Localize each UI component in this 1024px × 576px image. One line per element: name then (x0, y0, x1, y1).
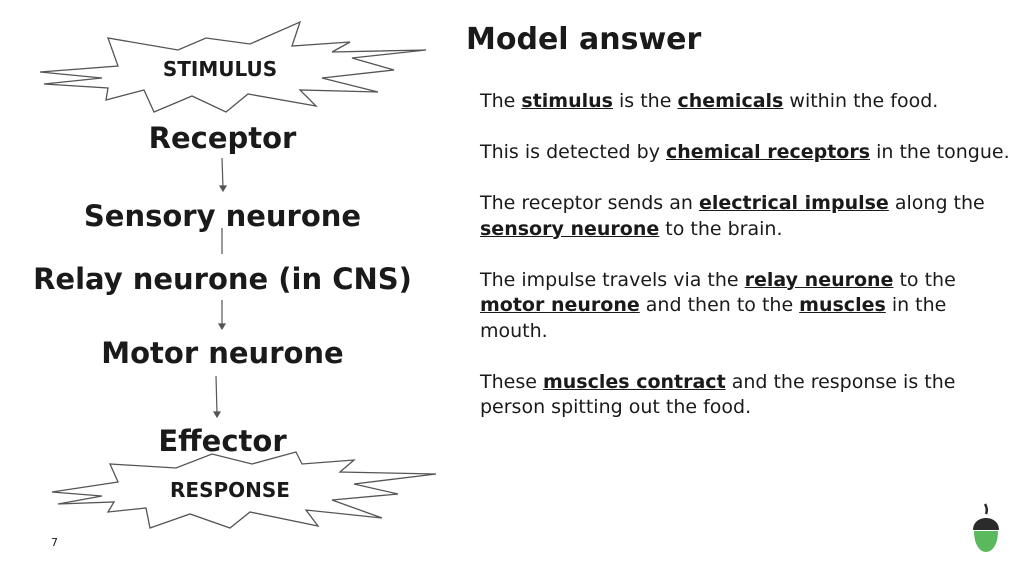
response-label: RESPONSE (170, 478, 290, 502)
acorn-body (974, 531, 998, 552)
sensory-neurone-label: Sensory neurone (83, 199, 362, 233)
effector-label: Effector (158, 424, 287, 458)
key-term: chemical receptors (666, 141, 871, 163)
acorn-logo (973, 503, 999, 552)
model-answer-text: The stimulus is the chemicals within the… (480, 89, 1010, 446)
arrow-receptor-sensory (221, 157, 224, 189)
answer-text-run: within the food. (783, 90, 939, 112)
key-term: muscles contract (542, 370, 726, 393)
acorn-stem (983, 503, 989, 515)
answer-paragraph: The impulse travels via the relay neuron… (480, 268, 1010, 345)
answer-paragraph: The receptor sends an electrical impulse… (480, 191, 1010, 242)
answer-text-run: This is detected by (480, 141, 667, 163)
answer-text-run: These (480, 370, 543, 393)
stimulus-burst (39, 20, 427, 113)
answer-text-run: and then to the (639, 294, 800, 316)
answer-paragraph: This is detected by chemical receptors i… (480, 140, 1010, 166)
key-term: electrical impulse (698, 192, 889, 214)
page-number: 7 (51, 536, 58, 549)
motor-neurone-label: Motor neurone (101, 336, 344, 370)
arrowhead-3 (217, 323, 227, 331)
response-burst (51, 451, 437, 529)
stimulus-label: STIMULUS (162, 57, 278, 81)
arrowhead-1 (218, 185, 228, 193)
answer-text-run: along the (888, 192, 985, 214)
arrowhead-4 (212, 411, 222, 419)
answer-text-run: in the tongue. (870, 141, 1010, 163)
key-term: muscles (799, 294, 886, 316)
answer-text-run: to the brain. (659, 217, 783, 240)
answer-text-run: The impulse travels via the (480, 268, 745, 291)
answer-paragraph: These muscles contract and the response … (480, 370, 1010, 421)
answer-text-run: in the mouth. (480, 294, 947, 342)
flow-arrows (212, 157, 228, 419)
answer-text-run: The (480, 90, 522, 112)
answer-text-run: to the (893, 268, 956, 291)
model-answer-title: Model answer (466, 22, 702, 57)
key-term: relay neurone (744, 268, 894, 291)
answer-paragraph: The stimulus is the chemicals within the… (480, 89, 1010, 115)
answer-text-run: The receptor sends an (480, 192, 699, 214)
key-term: stimulus (521, 90, 613, 112)
key-term: motor neurone (480, 294, 640, 316)
answer-text-run: is the (612, 90, 678, 112)
relay-neurone-label: Relay neurone (in CNS) (33, 262, 412, 296)
key-term: chemicals (677, 90, 784, 112)
answer-text-run: and the response is the person spitting … (480, 370, 956, 419)
arrow-motor-effector (215, 375, 218, 415)
receptor-label: Receptor (148, 121, 297, 155)
key-term: sensory neurone (480, 217, 660, 240)
acorn-cap (973, 518, 999, 530)
